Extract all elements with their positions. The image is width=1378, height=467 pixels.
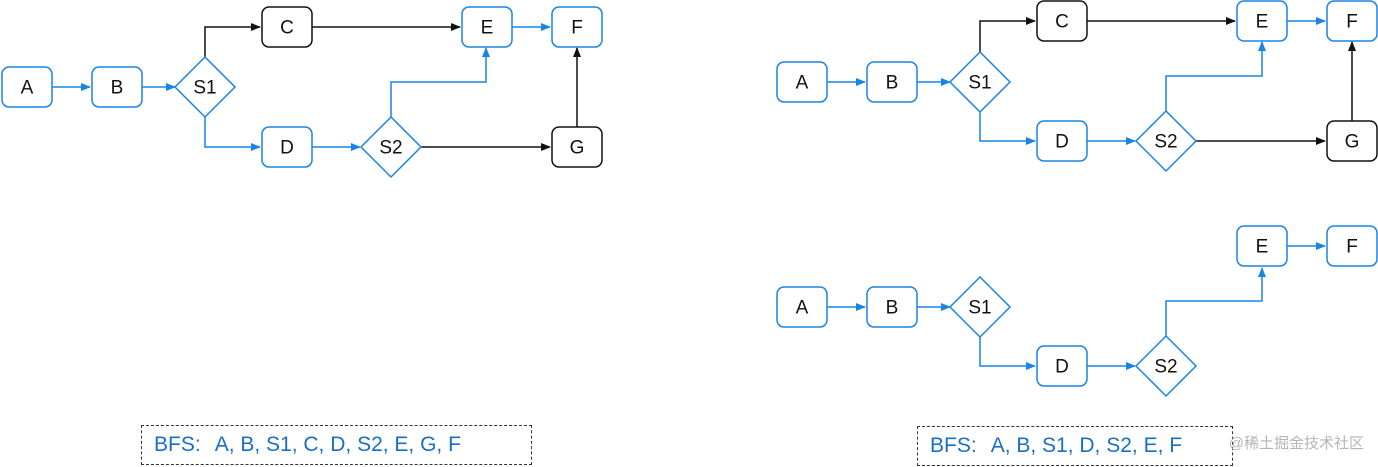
bfs-caption-left: BFS: A, B, S1, C, D, S2, E, G, F xyxy=(141,425,532,465)
node-b-label: B xyxy=(886,73,899,94)
node-a-label: A xyxy=(21,78,34,99)
node-a xyxy=(776,286,828,328)
node-s2 xyxy=(1134,334,1198,398)
node-s1 xyxy=(173,55,237,119)
left-diagram: A B S1 C D S2 E F G xyxy=(1,6,603,179)
node-g-label: G xyxy=(570,138,585,159)
node-d xyxy=(261,126,313,168)
node-s1-label: S1 xyxy=(193,78,216,99)
node-a-label: A xyxy=(796,73,809,94)
edge-s2-e xyxy=(1165,41,1266,111)
node-g xyxy=(551,126,603,168)
node-f xyxy=(551,6,603,48)
edge-s2-e xyxy=(390,47,490,117)
edge-s1-d xyxy=(979,112,1036,145)
node-f xyxy=(1326,0,1378,42)
node-f xyxy=(1326,225,1378,267)
node-g xyxy=(1326,120,1378,162)
node-s1 xyxy=(948,275,1012,339)
edge-s1-c xyxy=(204,23,261,57)
node-c-label: C xyxy=(280,18,294,39)
node-a xyxy=(776,61,828,103)
bfs-order: A, B, S1, D, S2, E, F xyxy=(990,434,1183,457)
node-s2-label: S2 xyxy=(1154,132,1177,153)
node-s1 xyxy=(948,50,1012,114)
node-f-label: F xyxy=(1346,12,1358,33)
node-s1-label: S1 xyxy=(968,298,991,319)
node-a-label: A xyxy=(796,298,809,319)
node-b-label: B xyxy=(886,298,899,319)
node-e xyxy=(461,6,513,48)
node-f-label: F xyxy=(571,18,583,39)
node-b-label: B xyxy=(111,78,124,99)
node-b xyxy=(866,286,918,328)
node-s2 xyxy=(359,115,423,179)
node-g-label: G xyxy=(1345,132,1360,153)
node-d-label: D xyxy=(1055,357,1069,378)
node-d-label: D xyxy=(1055,132,1069,153)
node-a xyxy=(1,66,53,108)
bfs-caption-right: BFS: A, B, S1, D, S2, E, F xyxy=(917,426,1233,466)
bfs-prefix: BFS: xyxy=(154,433,201,456)
node-e-label: E xyxy=(481,18,494,39)
node-s2-label: S2 xyxy=(1154,357,1177,378)
node-d xyxy=(1036,345,1088,387)
node-d-label: D xyxy=(280,138,294,159)
node-e xyxy=(1236,0,1288,42)
node-f-label: F xyxy=(1346,237,1358,258)
node-e xyxy=(1236,225,1288,267)
node-s2-label: S2 xyxy=(379,138,402,159)
watermark: @稀土掘金技术社区 xyxy=(1228,435,1364,452)
node-c xyxy=(261,6,313,48)
node-d xyxy=(1036,120,1088,162)
node-b xyxy=(91,66,143,108)
right-top-diagram: A B S1 C D S2 E F G xyxy=(776,0,1378,173)
node-s1-label: S1 xyxy=(968,73,991,94)
node-c-label: C xyxy=(1055,12,1069,33)
bfs-prefix: BFS: xyxy=(930,434,977,457)
node-b xyxy=(866,61,918,103)
right-bottom-diagram: A B S1 D S2 E F xyxy=(776,225,1378,398)
edge-s1-d xyxy=(979,337,1036,370)
edge-s1-d xyxy=(204,117,261,151)
node-c xyxy=(1036,0,1088,42)
edge-s2-e xyxy=(1165,267,1266,336)
node-s2 xyxy=(1134,109,1198,173)
node-e-label: E xyxy=(1256,237,1269,258)
bfs-order: A, B, S1, C, D, S2, E, G, F xyxy=(214,433,461,456)
node-e-label: E xyxy=(1256,12,1269,33)
edge-s1-c xyxy=(979,17,1036,52)
